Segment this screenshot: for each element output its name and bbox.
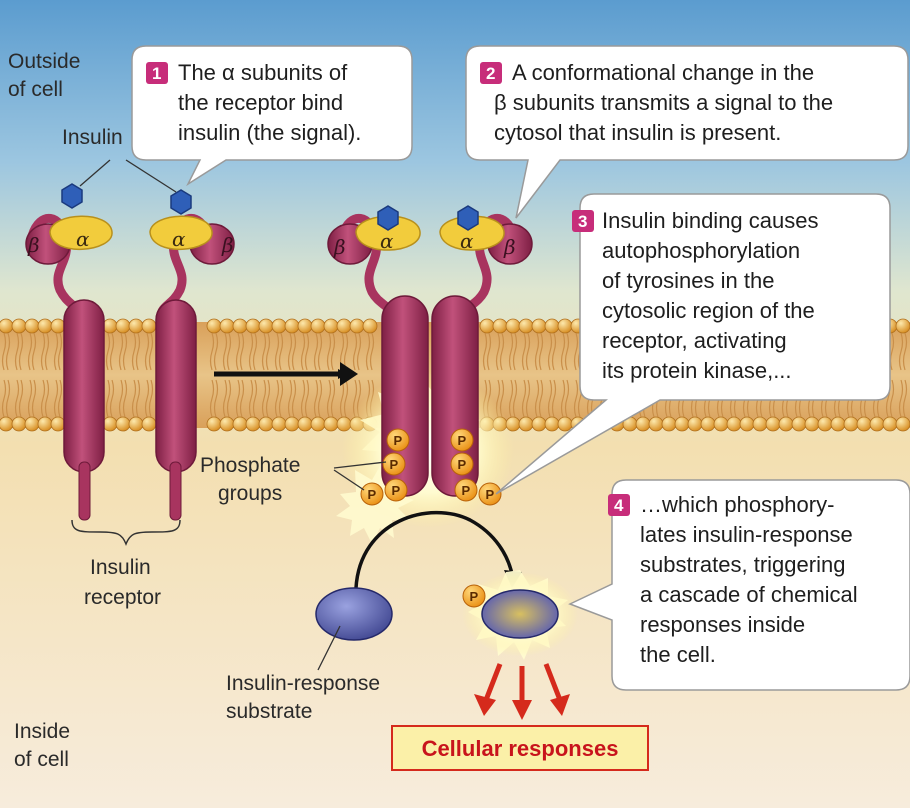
phosphate-group: P (450, 428, 474, 452)
insulin-hexagon (61, 183, 83, 209)
substrate-label-line2: substrate (226, 700, 312, 723)
svg-text:P: P (458, 433, 467, 448)
insulin-label: Insulin (62, 126, 123, 149)
step-4-callout: 4 …which phosphory- lates insulin-respon… (568, 479, 910, 691)
step-3-text: receptor, activating (602, 328, 787, 353)
alpha-label-active-left: α (380, 229, 394, 253)
insulin-hexagon (457, 205, 479, 231)
beta-label-active-left: β (333, 235, 346, 259)
cellular-responses-label: Cellular responses (422, 736, 619, 761)
alpha-label-left: α (76, 227, 90, 251)
step-3-text: Insulin binding causes (602, 208, 818, 233)
substrate-label: Insulin-response (226, 672, 380, 695)
step-4-text: a cascade of chemical (640, 582, 858, 607)
step-2-text: cytosol that insulin is present. (494, 120, 781, 145)
svg-text:P: P (486, 487, 495, 502)
alpha-label-active-right: α (460, 229, 474, 253)
step-1-text: the receptor bind (178, 90, 343, 115)
step-1-text: The α subunits of (178, 60, 348, 85)
svg-text:2: 2 (486, 64, 495, 83)
step-2-text: A conformational change in the (512, 60, 814, 85)
response-arrows (474, 663, 570, 720)
beta-label-right: β (221, 233, 234, 257)
svg-text:P: P (368, 487, 377, 502)
beta-label-left: β (27, 233, 40, 257)
step-2-text: β subunits transmits a signal to the (494, 90, 833, 115)
step-1-badge (146, 62, 168, 84)
svg-text:P: P (462, 483, 471, 498)
insulin-receptor-label-line2: receptor (84, 586, 161, 609)
outside-cell-label: Outside (8, 50, 80, 73)
phosphate-group: P (454, 478, 478, 502)
svg-text:P: P (394, 433, 403, 448)
step-4-text: the cell. (640, 642, 716, 667)
outside-cell-label-line2: of cell (8, 78, 63, 101)
step-1-text: insulin (the signal). (178, 120, 361, 145)
cellular-responses-box: Cellular responses (391, 725, 649, 771)
svg-text:1: 1 (152, 64, 161, 83)
receptor-bracket (71, 519, 181, 547)
svg-text:P: P (392, 483, 401, 498)
inside-cell-label-line2: of cell (14, 748, 69, 771)
step-2-badge (480, 62, 502, 84)
phosphate-groups-label-line2: groups (218, 482, 282, 505)
inside-cell-label: Inside (14, 720, 70, 743)
insulin-hexagon (170, 189, 192, 215)
active-insulin-receptor: α α β β (327, 205, 533, 497)
phosphorylation-arrow (354, 510, 514, 589)
phosphate-group: P (450, 452, 474, 476)
insulin-response-substrate (315, 587, 393, 641)
step-3-callout: 3 Insulin binding causes autophosphoryla… (495, 193, 891, 495)
phosphate-group: P (386, 428, 410, 452)
step-4-text: substrates, triggering (640, 552, 845, 577)
phosphate-group: P (384, 478, 408, 502)
phosphorylated-substrate: P (462, 570, 578, 660)
step-2-callout: 2 A conformational change in the β subun… (465, 45, 909, 219)
svg-text:P: P (458, 457, 467, 472)
step-4-text: lates insulin-response (640, 522, 853, 547)
step-4-text: …which phosphory- (640, 492, 834, 517)
step-3-text: cytosolic region of the (602, 298, 815, 323)
step-3-text: of tyrosines in the (602, 268, 774, 293)
phosphate-group: P (478, 482, 502, 506)
svg-text:3: 3 (578, 212, 587, 231)
phosphate-groups: P P P P P P P P (360, 428, 502, 506)
svg-text:P: P (470, 589, 479, 604)
insulin-receptor-label: Insulin (90, 556, 151, 579)
step-3-badge (572, 210, 594, 232)
step-3-text: autophosphorylation (602, 238, 800, 263)
insulin-hexagon (377, 205, 399, 231)
alpha-label-right: α (172, 227, 186, 251)
step-4-badge (608, 494, 630, 516)
phosphate-groups-label: Phosphate (200, 454, 300, 477)
step-3-text: its protein kinase,... (602, 358, 792, 383)
step-1-callout: 1 The α subunits of the receptor bind in… (131, 45, 413, 187)
phosphate-group: P (382, 452, 406, 476)
phosphate-group: P (360, 482, 384, 506)
svg-text:P: P (390, 457, 399, 472)
svg-text:4: 4 (614, 496, 624, 515)
inactive-insulin-receptor: α α β β (25, 159, 235, 547)
step-4-text: responses inside (640, 612, 805, 637)
beta-label-active-right: β (503, 235, 516, 259)
